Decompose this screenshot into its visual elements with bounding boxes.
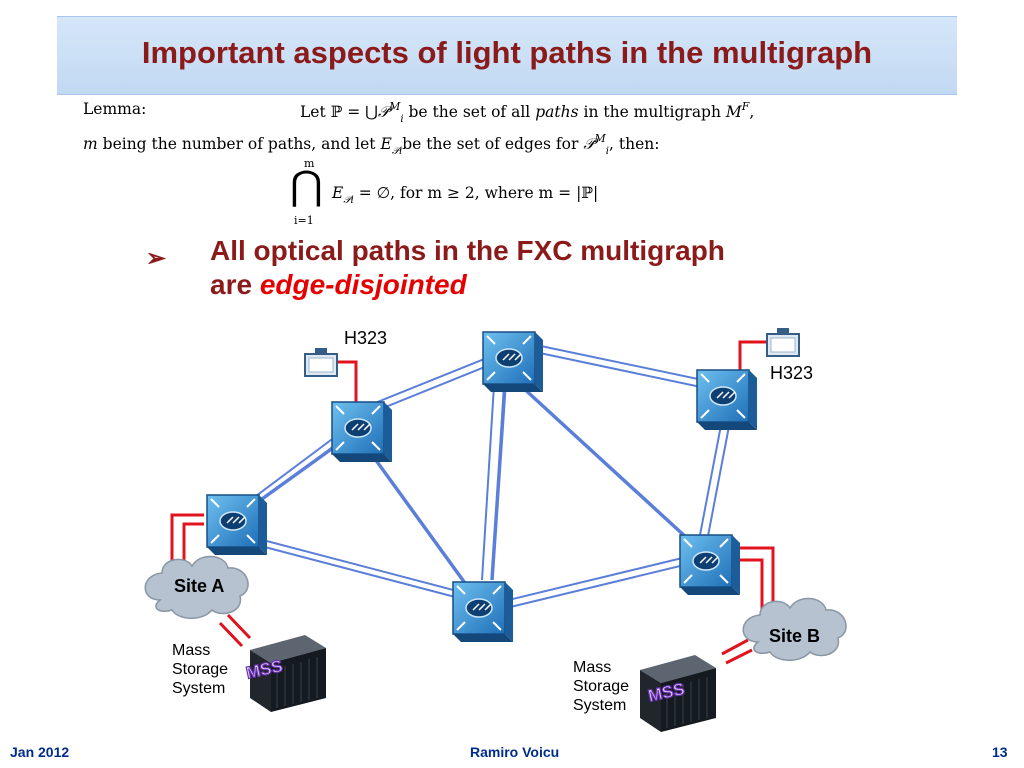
- optical-switch-icon: [331, 401, 393, 463]
- cap-bottom: i=1: [294, 214, 314, 227]
- bullet-text: All optical paths in the FXC multigraph …: [210, 235, 725, 300]
- bullet-arrow-icon: ➢: [146, 245, 167, 272]
- optical-switch-icon: [482, 331, 544, 393]
- mass-storage-label-right: Mass Storage System: [573, 659, 630, 714]
- optical-switch-icon: [452, 581, 514, 643]
- cap-top: m: [304, 157, 315, 170]
- h323-label-left: H323: [344, 328, 388, 348]
- footer-author: Ramiro Voicu: [470, 744, 560, 760]
- optical-switch-icon: [696, 369, 758, 431]
- site-a-cloud-icon: [144, 555, 249, 619]
- mass-storage-rack-icon: [250, 635, 326, 712]
- lemma-line-1: Let ℙ = ⋃𝒫Mi be the set of all paths in …: [300, 100, 755, 125]
- h323-label-right: H323: [770, 363, 814, 383]
- optical-switch-icon: [206, 494, 268, 556]
- formula-tail: E𝒫i = ∅, for m ≥ 2, where m = |ℙ|: [332, 184, 599, 206]
- footer-page-number: 13: [992, 744, 1008, 760]
- edge-disjointed-highlight: edge-disjointed: [259, 269, 467, 300]
- optical-switch-icon: [679, 534, 741, 596]
- slide-title: Important aspects of light paths in the …: [141, 35, 873, 70]
- h323-terminal-icon: [766, 327, 800, 357]
- mass-storage-label-left: Mass Storage System: [172, 642, 229, 697]
- lemma-label: Lemma:: [83, 100, 147, 118]
- h323-terminal-icon: [304, 347, 338, 377]
- site-a-label: Site A: [174, 576, 225, 596]
- big-cap-symbol: ⋂: [290, 163, 323, 209]
- blue-links: [228, 344, 731, 611]
- lemma-line-2: m being the number of paths, and let E𝒫i…: [83, 132, 660, 157]
- footer-date: Jan 2012: [10, 744, 70, 760]
- mass-storage-rack-icon: [640, 655, 716, 732]
- site-b-label: Site B: [769, 626, 821, 646]
- switches: [206, 331, 758, 643]
- title-bar: Important aspects of light paths in the …: [57, 16, 957, 95]
- site-b-cloud-icon: [742, 597, 847, 661]
